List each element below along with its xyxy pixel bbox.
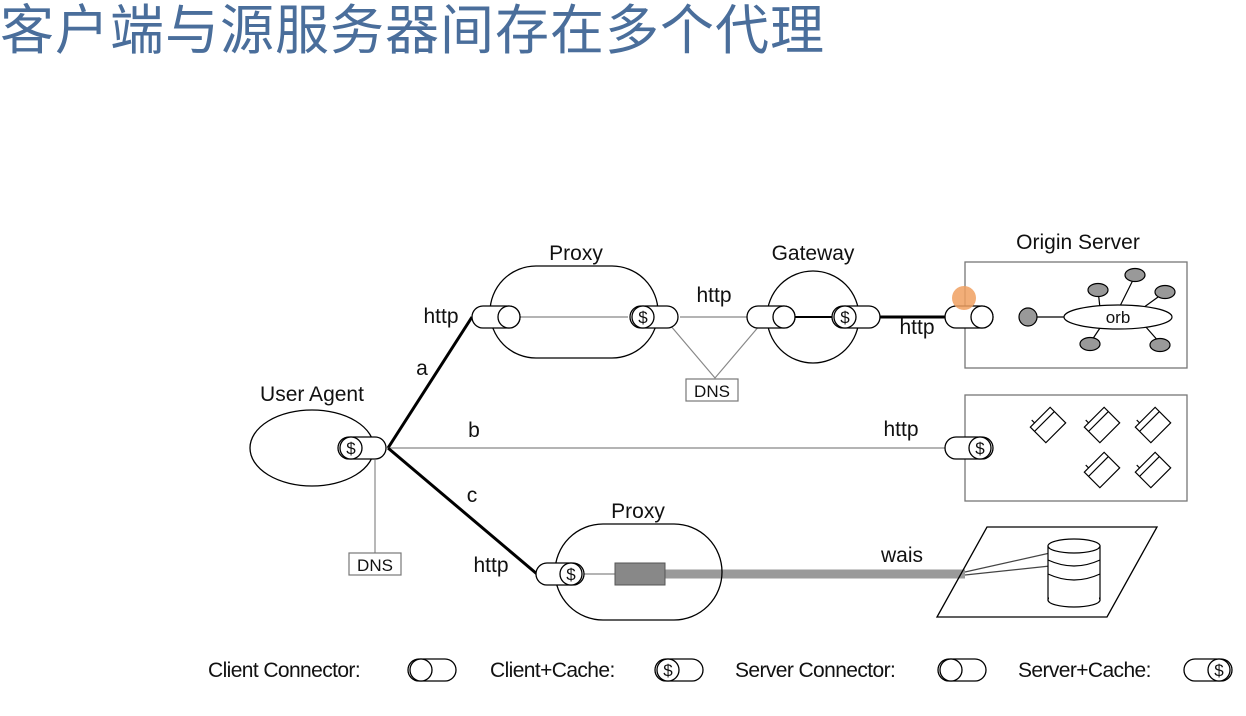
wais-server-plane [935, 526, 1159, 618]
legend-server-connector-label: Server Connector: [735, 659, 895, 682]
path-a-line [386, 316, 474, 449]
cache-symbol: $ [1214, 661, 1224, 680]
cache-symbol: $ [663, 661, 673, 680]
folder-icons [1029, 406, 1172, 489]
folder-icon [1134, 451, 1172, 489]
proxy-top-cache-connector: $ [629, 305, 679, 329]
translator-block [614, 562, 666, 586]
legend-server-cache-label: Server+Cache: [1018, 659, 1151, 682]
origin-server-label: Origin Server [1016, 231, 1140, 254]
legend-client-cache-icon: $ [654, 658, 704, 682]
database-icon [1047, 538, 1101, 608]
user-agent-label: User Agent [260, 383, 364, 406]
path-b-label: b [468, 419, 480, 442]
cache-symbol: $ [638, 308, 648, 327]
legend-server-connector-icon [937, 658, 987, 682]
cursor-highlight [952, 286, 976, 310]
folder-icon [1134, 406, 1172, 444]
orb-network [1018, 267, 1176, 353]
proxy-bottom-label: Proxy [611, 500, 665, 523]
folder-icon [1029, 406, 1067, 444]
http-proxy-gateway-label: http [696, 284, 731, 307]
user-agent-cache-connector: $ [337, 436, 387, 460]
wais-label: wais [880, 544, 923, 567]
cache-symbol: $ [566, 565, 576, 584]
gateway-client-connector [746, 305, 796, 329]
file-server-cache-connector: $ [944, 436, 994, 460]
dns-left-label: DNS [357, 556, 393, 575]
folder-icon [1083, 451, 1121, 489]
path-c-line [387, 446, 538, 576]
cache-symbol: $ [840, 308, 850, 327]
http-gateway-origin-label: http [899, 316, 934, 339]
legend-server-cache-icon: $ [1183, 658, 1233, 682]
origin-client-connector [944, 305, 994, 329]
legend: Client Connector: Client+Cache: $ Server… [208, 658, 1233, 682]
legend-client-connector-icon [407, 658, 457, 682]
http-b-server-label: http [883, 418, 918, 441]
proxy-top-label: Proxy [549, 242, 603, 265]
cache-symbol: $ [975, 439, 985, 458]
wais-db-line-2 [964, 565, 1051, 576]
dns-top-lines [669, 324, 761, 379]
folder-icon [1083, 406, 1121, 444]
proxy-top-client-connector [471, 305, 521, 329]
gateway-label: Gateway [772, 242, 855, 265]
slide-title: 客户端与源服务器间存在多个代理 [0, 0, 825, 62]
cache-symbol: $ [346, 439, 356, 458]
proxy-bottom-cache-connector: $ [535, 562, 585, 586]
dns-top-box [685, 378, 739, 402]
path-a-label: a [416, 357, 428, 380]
dns-top-label: DNS [694, 382, 730, 401]
legend-client-cache-label: Client+Cache: [490, 659, 615, 682]
gateway-cache-connector: $ [831, 305, 881, 329]
orb-label: orb [1106, 308, 1131, 327]
legend-client-connector-label: Client Connector: [208, 659, 360, 682]
http-proxy-bottom-label: http [473, 554, 508, 577]
dns-left-box [348, 552, 402, 576]
path-c-label: c [467, 484, 478, 507]
http-proxy-in-label: http [423, 305, 458, 328]
wais-db-line-1 [964, 552, 1051, 573]
